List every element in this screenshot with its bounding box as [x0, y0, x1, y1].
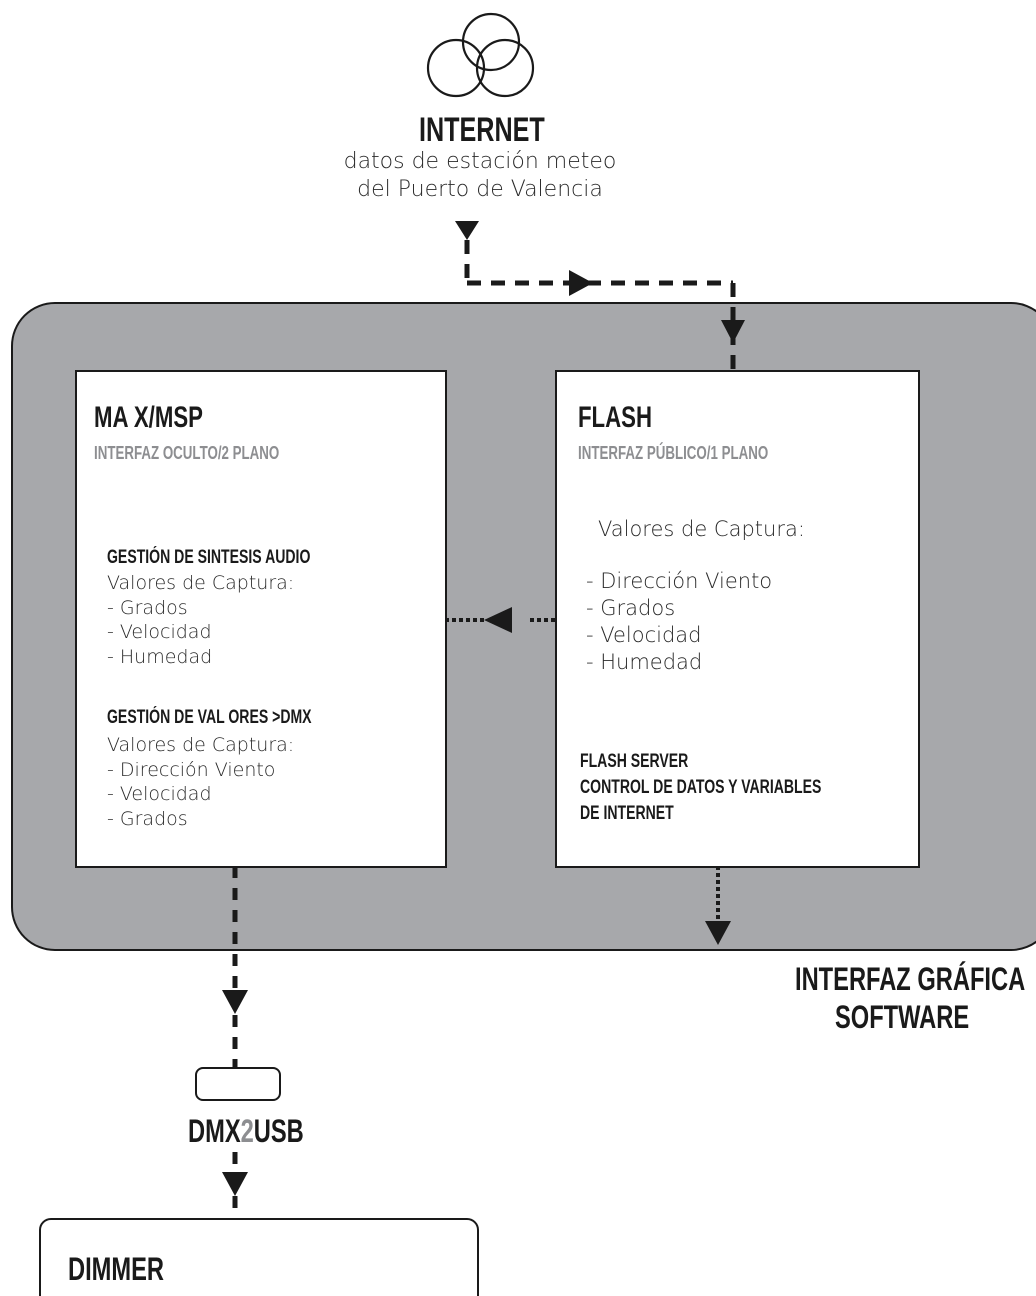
maxmsp-title: MA X/MSP	[94, 401, 203, 434]
flash-server-line1: FLASH SERVER	[580, 751, 689, 772]
flash-value-line: - Humedad	[586, 650, 703, 674]
dmx-values-list: Valores de Captura: - Dirección Viento -…	[107, 733, 294, 831]
arrow-right-icon	[569, 270, 593, 296]
software-label-line1: INTERFAZ GRÁFICA	[795, 961, 1026, 997]
software-label-line2: SOFTWARE	[835, 999, 970, 1035]
arrow-down-icon	[705, 921, 731, 945]
audio-synthesis-title: GESTIÓN DE SINTESIS AUDIO	[107, 547, 311, 568]
flash-server-line3: DE INTERNET	[580, 803, 674, 824]
arrow-down-icon	[721, 320, 745, 343]
internet-desc-line: del Puerto de Valencia	[357, 177, 603, 202]
flash-value-line: - Dirección Viento	[586, 569, 773, 593]
maxmsp-subtitle: INTERFAZ OCULTO/2 PLANO	[94, 443, 280, 463]
flash-value-line: - Grados	[586, 596, 676, 620]
dmx2usb-label-accent: 2	[240, 1113, 254, 1149]
flash-capture-title: Valores de Captura:	[598, 517, 805, 541]
arrow-down-icon	[222, 1172, 248, 1196]
dmx-value-line: - Dirección Viento	[107, 758, 276, 781]
dimmer-label: DIMMER	[68, 1251, 165, 1287]
arrow-down-icon	[455, 221, 479, 240]
audio-value-line: - Humedad	[107, 645, 213, 668]
internet-description: datos de estación meteo del Puerto de Va…	[300, 148, 660, 204]
flash-box	[555, 370, 920, 868]
dmx2usb-device-icon	[195, 1067, 281, 1101]
flash-server-line2: CONTROL DE DATOS Y VARIABLES	[580, 777, 822, 798]
audio-values-list: Valores de Captura: - Grados - Velocidad…	[107, 571, 294, 669]
dimmer-box	[39, 1218, 479, 1296]
dmx-values-title: GESTIÓN DE VAL ORES >DMX	[107, 707, 312, 728]
dmx-value-line: - Grados	[107, 807, 188, 830]
audio-value-line: Valores de Captura:	[107, 572, 295, 594]
internet-desc-line: datos de estación meteo	[343, 149, 617, 174]
flash-values-list: - Dirección Viento - Grados - Velocidad …	[586, 568, 772, 676]
dmx2usb-label: DMX2USB	[188, 1113, 304, 1150]
audio-value-line: - Velocidad	[107, 621, 212, 643]
flash-title: FLASH	[578, 401, 652, 434]
dmx-value-line: Valores de Captura:	[107, 734, 295, 756]
audio-value-line: - Grados	[107, 596, 188, 619]
internet-three-circles-icon	[426, 12, 535, 98]
arrow-left-icon	[484, 607, 512, 633]
dmx2usb-label-part: USB	[253, 1113, 304, 1149]
flash-subtitle: INTERFAZ PÚBLICO/1 PLANO	[578, 443, 769, 463]
internet-to-flash-connector	[464, 240, 736, 370]
maxmsp-box	[75, 370, 447, 868]
flash-value-line: - Velocidad	[586, 623, 702, 647]
dmx-value-line: - Velocidad	[107, 783, 212, 805]
dmx2usb-label-part: DMX	[188, 1113, 241, 1149]
arrow-down-icon	[222, 990, 248, 1014]
internet-title: INTERNET	[419, 111, 545, 149]
